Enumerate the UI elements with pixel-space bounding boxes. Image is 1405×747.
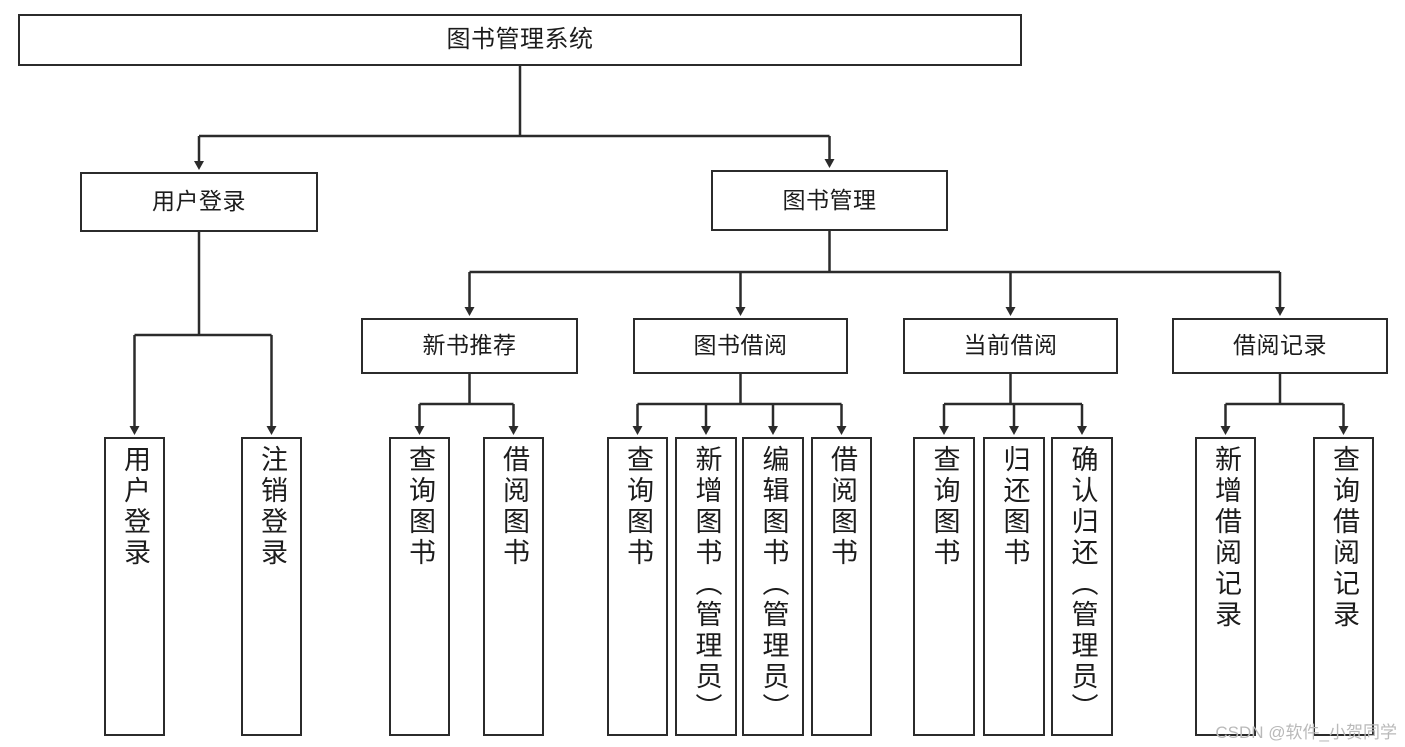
node-leaf-return-book[interactable]: 归还图书	[983, 437, 1045, 736]
node-label: 当前借阅	[963, 332, 1058, 359]
node-label: 借阅图书	[499, 445, 529, 569]
node-leaf-logout[interactable]: 注销登录	[241, 437, 302, 736]
node-leaf-add-book[interactable]: 新增图书（管理员）	[675, 437, 737, 736]
watermark-label: CSDN @软件_小贺同学	[1215, 723, 1397, 742]
node-label: 用户登录	[120, 445, 150, 569]
node-leaf-user-login[interactable]: 用户登录	[104, 437, 165, 736]
node-label: 图书管理	[782, 186, 877, 213]
node-label: 新增图书（管理员）	[691, 445, 722, 724]
node-label: 归还图书	[999, 445, 1030, 569]
node-label: 编辑图书（管理员）	[758, 445, 789, 724]
node-leaf-query-book-1[interactable]: 查询图书	[389, 437, 450, 736]
node-label: 新书推荐	[422, 332, 517, 359]
node-leaf-query-book-3[interactable]: 查询图书	[913, 437, 975, 736]
node-book-manage[interactable]: 图书管理	[711, 170, 948, 231]
node-book-borrow[interactable]: 图书借阅	[633, 318, 848, 374]
node-label: 借阅图书	[827, 445, 857, 569]
node-leaf-borrow-book-2[interactable]: 借阅图书	[811, 437, 872, 736]
node-user-login[interactable]: 用户登录	[80, 172, 318, 232]
node-label: 图书借阅	[693, 332, 788, 359]
node-label: 确认归还（管理员）	[1067, 445, 1098, 724]
node-label: 图书管理系统	[446, 25, 594, 53]
node-current-borrow[interactable]: 当前借阅	[903, 318, 1118, 374]
node-label: 查询图书	[623, 445, 653, 569]
node-label: 查询图书	[929, 445, 960, 569]
node-borrow-records[interactable]: 借阅记录	[1172, 318, 1388, 374]
node-root[interactable]: 图书管理系统	[18, 14, 1022, 66]
node-leaf-add-record[interactable]: 新增借阅记录	[1195, 437, 1256, 736]
node-label: 新增借阅记录	[1211, 445, 1241, 631]
node-label: 查询借阅记录	[1329, 445, 1359, 631]
node-label: 用户登录	[152, 188, 246, 215]
node-new-book-rec[interactable]: 新书推荐	[361, 318, 578, 374]
node-label: 借阅记录	[1233, 332, 1327, 359]
node-leaf-confirm-return[interactable]: 确认归还（管理员）	[1051, 437, 1113, 736]
node-label: 注销登录	[257, 445, 287, 569]
node-leaf-query-record[interactable]: 查询借阅记录	[1313, 437, 1374, 736]
edges-group	[129, 66, 1349, 435]
node-leaf-borrow-book-1[interactable]: 借阅图书	[483, 437, 544, 736]
node-leaf-query-book-2[interactable]: 查询图书	[607, 437, 668, 736]
node-leaf-edit-book[interactable]: 编辑图书（管理员）	[742, 437, 804, 736]
node-label: 查询图书	[405, 445, 435, 569]
